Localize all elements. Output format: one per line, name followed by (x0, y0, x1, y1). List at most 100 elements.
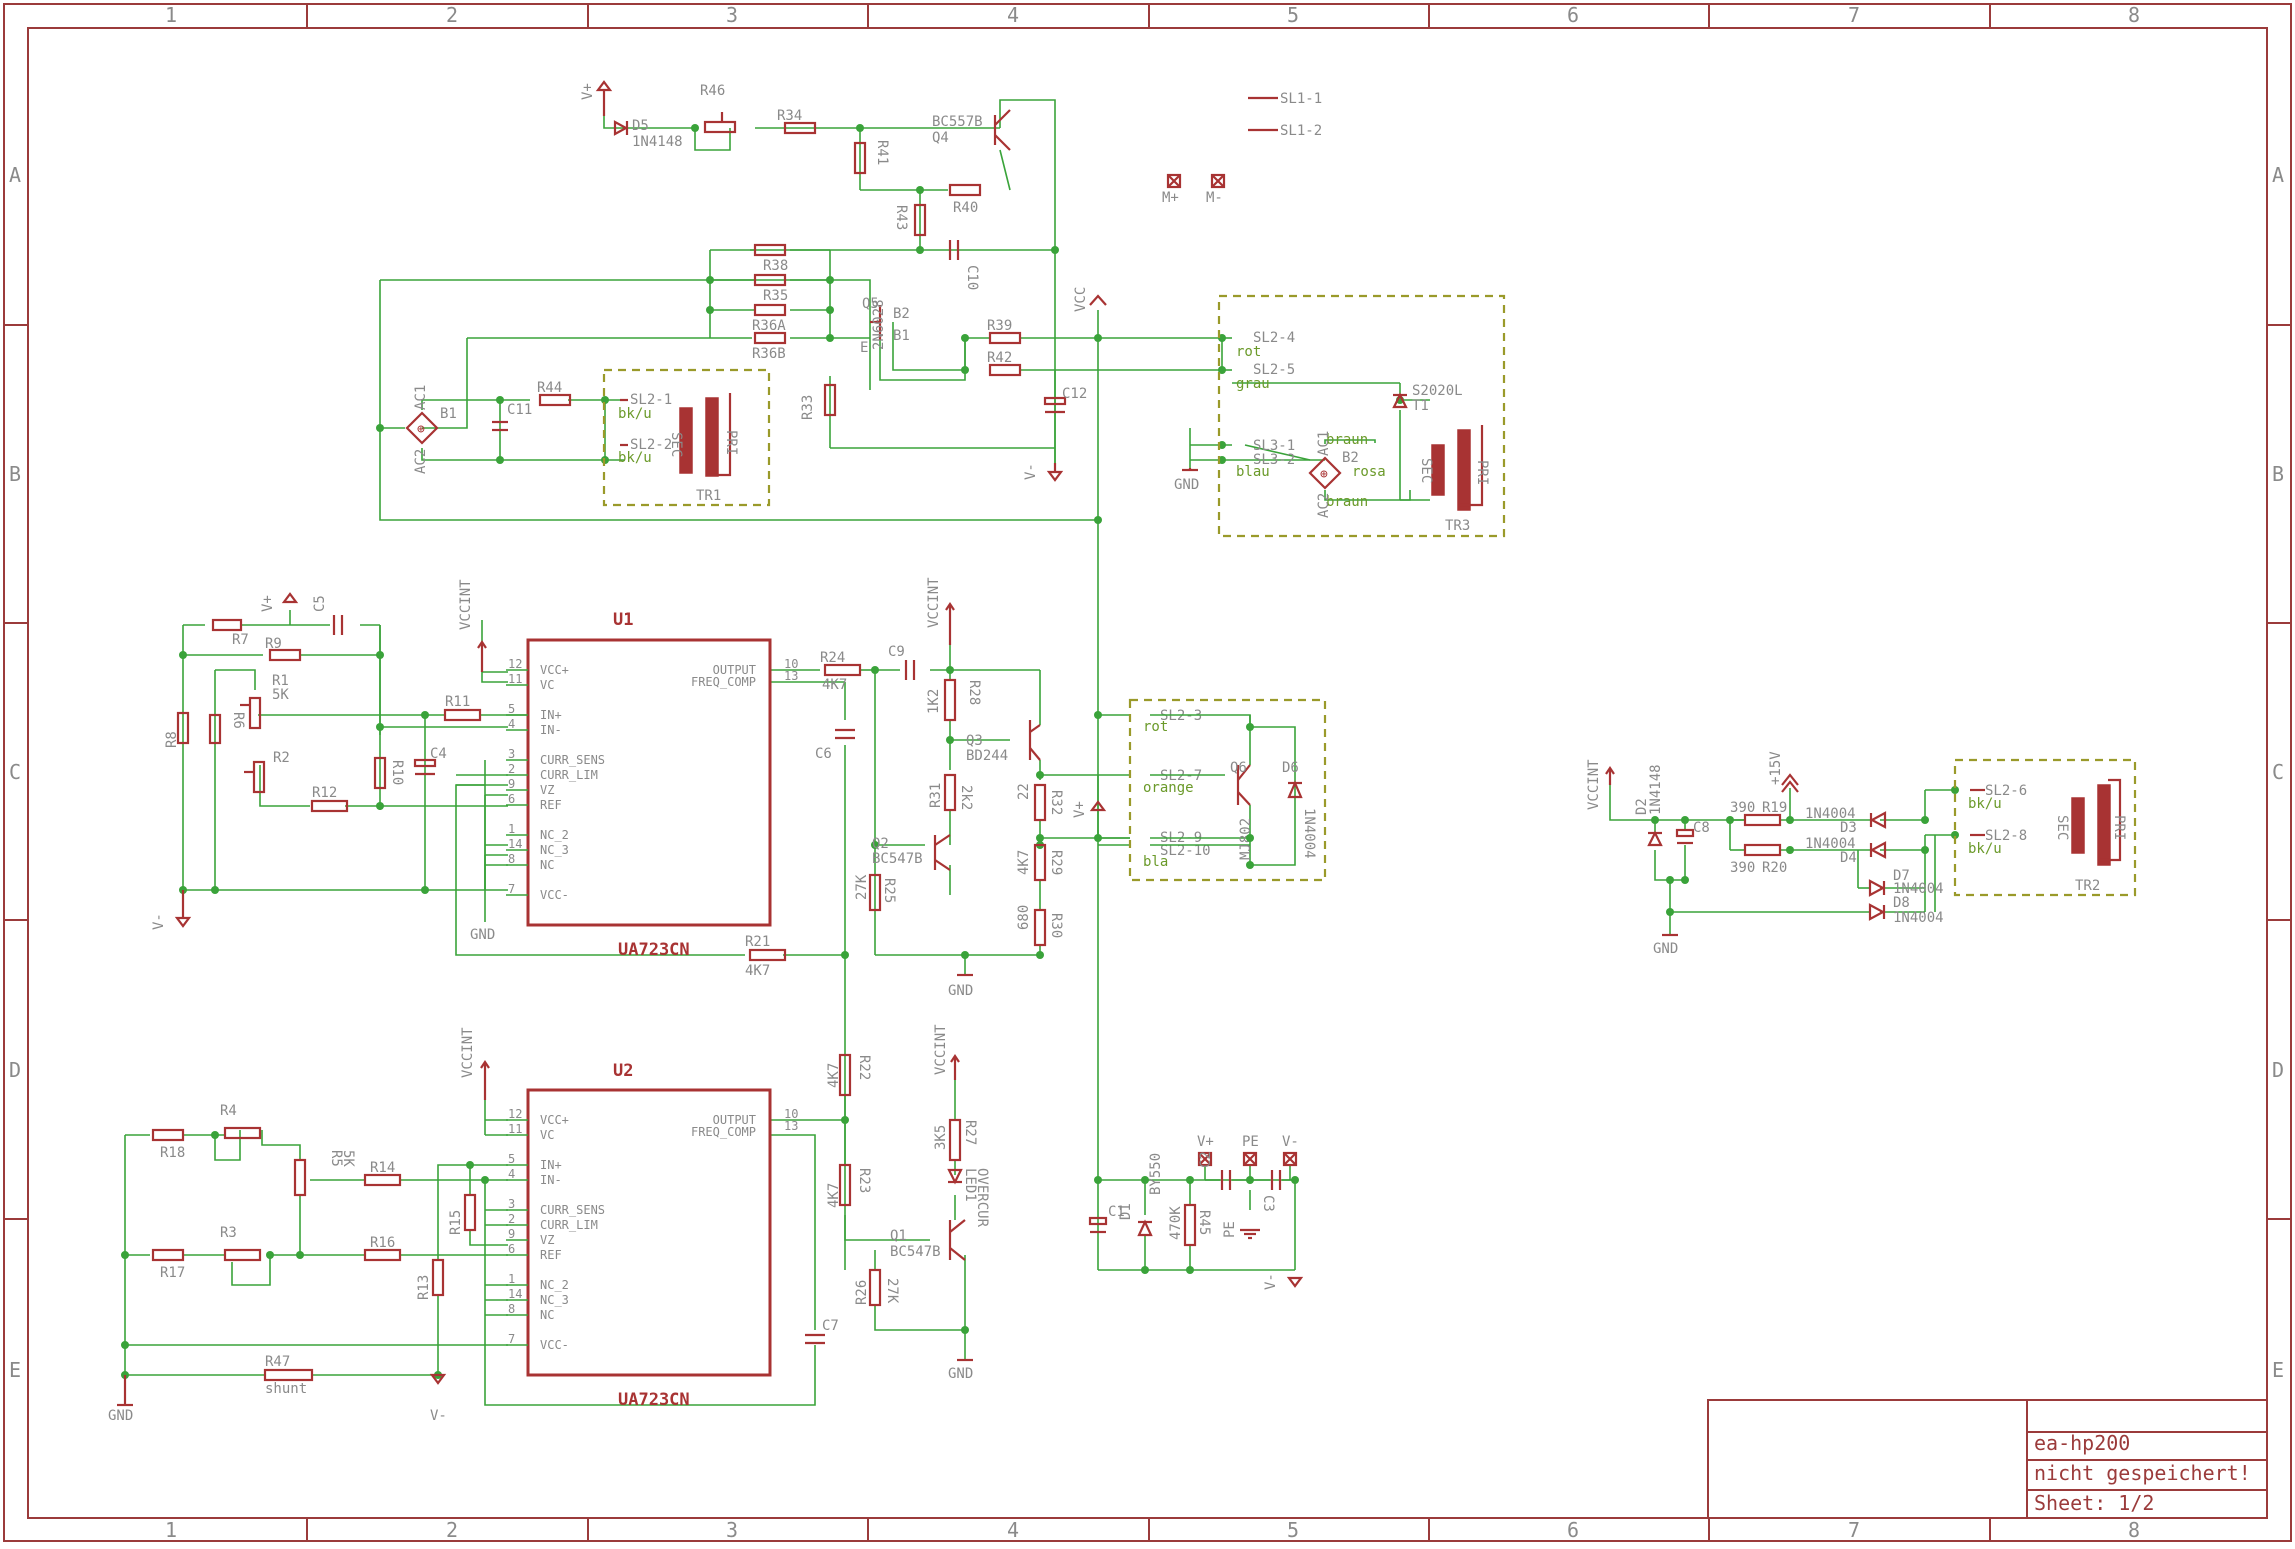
svg-text:BC547B: BC547B (872, 851, 923, 867)
m-plus-testpoint: M+ (1162, 173, 1182, 206)
row-d: D (9, 1058, 21, 1082)
pin-name: VC (540, 678, 554, 692)
vcc-top: VCC (1073, 287, 1107, 312)
row-e: E (9, 1358, 21, 1382)
svg-text:R43: R43 (893, 205, 909, 230)
r8-resistor: R8 (164, 711, 190, 748)
r46-potentiometer: R46 (700, 83, 737, 134)
d2-diode: D2 1N4148 (1634, 764, 1664, 847)
row-c-right: C (2272, 760, 2284, 784)
vccint-u2: VCCINT (460, 1027, 490, 1100)
svg-text:D2: D2 (1634, 798, 1650, 815)
svg-text:SL2-10: SL2-10 (1160, 843, 1211, 859)
pe-testpoint: PE (1242, 1134, 1259, 1167)
svg-text:D8: D8 (1893, 895, 1910, 911)
svg-text:TR3: TR3 (1445, 518, 1470, 534)
r36b-resistor: R36B (752, 331, 787, 362)
svg-text:V-: V- (1023, 463, 1039, 480)
svg-text:BC547B: BC547B (890, 1244, 941, 1260)
svg-text:Q4: Q4 (932, 130, 949, 146)
svg-text:GND: GND (470, 927, 495, 943)
pin-number: 8 (508, 852, 515, 866)
svg-text:SL1-1: SL1-1 (1280, 91, 1322, 107)
pin-name: VCC+ (540, 1113, 569, 1127)
svg-text:R19: R19 (1762, 800, 1787, 816)
r27-resistor: 3K5 R27 (933, 1118, 978, 1162)
svg-text:Q1: Q1 (890, 1228, 907, 1244)
col-4: 4 (1007, 3, 1019, 27)
svg-text:SEC: SEC (1418, 458, 1434, 483)
svg-text:B2: B2 (893, 306, 910, 322)
pin-number: 1 (508, 1272, 515, 1286)
pin-number: 11 (508, 672, 522, 686)
svg-text:B1: B1 (893, 328, 910, 344)
pin-name: NC_3 (540, 843, 569, 857)
pin-name: VCC- (540, 1338, 569, 1352)
r2-potentiometer: R2 (244, 750, 290, 794)
svg-text:R14: R14 (370, 1160, 395, 1176)
svg-text:R1: R1 (272, 673, 289, 689)
title-name: ea-hp200 (2034, 1431, 2130, 1455)
c2-capacitor: C2 (1198, 1151, 1232, 1190)
svg-text:R44: R44 (537, 380, 562, 396)
svg-text:TR1: TR1 (696, 488, 721, 504)
gnd-top: GND (1174, 468, 1199, 493)
svg-text:R33: R33 (800, 395, 816, 420)
vminus-u1: V- (151, 890, 192, 930)
row-c: C (9, 760, 21, 784)
svg-text:PE: PE (1222, 1221, 1238, 1238)
svg-text:U1: U1 (613, 610, 633, 630)
svg-text:braun: braun (1326, 432, 1368, 448)
vplus-testpoint: V+ (1197, 1134, 1214, 1167)
c6-capacitor: C6 (815, 728, 855, 762)
svg-text:bk/u: bk/u (1968, 796, 2002, 812)
svg-text:1N4004: 1N4004 (1893, 881, 1944, 897)
row-a: A (9, 163, 21, 187)
row-b-right: B (2272, 462, 2284, 486)
pin-number: 4 (508, 1167, 515, 1181)
svg-text:1K2: 1K2 (926, 689, 942, 714)
svg-text:4K7: 4K7 (822, 677, 847, 693)
svg-text:M+: M+ (1162, 190, 1179, 206)
svg-text:R13: R13 (416, 1275, 432, 1300)
svg-text:M-: M- (1206, 190, 1223, 206)
c9-capacitor: C9 (888, 644, 916, 680)
r38-resistor: R38 (753, 243, 788, 274)
svg-text:R26: R26 (854, 1280, 870, 1305)
svg-text:SL2-3: SL2-3 (1160, 708, 1202, 724)
vccint-led: VCCINT (933, 1024, 960, 1080)
svg-text:SL2-2: SL2-2 (630, 437, 672, 453)
pin-number: 13 (784, 1119, 798, 1133)
vminus-top: V- (1023, 463, 1064, 482)
pin-name: IN+ (540, 708, 562, 722)
pin-number: 8 (508, 1302, 515, 1316)
vccint-q3: VCCINT (926, 577, 955, 645)
svg-text:AC2: AC2 (1316, 493, 1332, 518)
svg-text:2k2: 2k2 (958, 785, 974, 810)
svg-text:R4: R4 (220, 1103, 237, 1119)
pin-name: VC (540, 1128, 554, 1142)
svg-text:R46: R46 (700, 83, 725, 99)
svg-text:D4: D4 (1840, 850, 1857, 866)
svg-text:R36B: R36B (752, 346, 786, 362)
pin-name: OUTPUT (713, 1113, 756, 1127)
q5-transistor: Q5 B2 B1 E 2N6028 (860, 296, 910, 356)
svg-text:C4: C4 (430, 746, 447, 762)
title-sheet: Sheet: 1/2 (2034, 1491, 2154, 1515)
svg-text:⊕: ⊕ (417, 422, 425, 437)
col-3-bottom: 3 (726, 1518, 738, 1542)
svg-text:R30: R30 (1048, 913, 1064, 938)
svg-text:1N4004: 1N4004 (1893, 910, 1944, 926)
svg-text:GND: GND (1653, 941, 1678, 957)
svg-text:R45: R45 (1196, 1210, 1212, 1235)
svg-text:R9: R9 (265, 636, 282, 652)
svg-text:bk/u: bk/u (618, 406, 652, 422)
svg-text:UA723CN: UA723CN (618, 1390, 690, 1410)
q2-transistor: Q2 BC547B (872, 834, 951, 871)
u1-pin-labels: VCC+12VC11IN+5IN-4CURR_SENS3CURR_LIM2VZ9… (506, 657, 798, 902)
r7-resistor: R7 (211, 618, 249, 648)
svg-text:C7: C7 (822, 1318, 839, 1334)
pin-number: 2 (508, 762, 515, 776)
svg-text:C1: C1 (1108, 1204, 1125, 1220)
pin-name: CURR_LIM (540, 1218, 598, 1232)
